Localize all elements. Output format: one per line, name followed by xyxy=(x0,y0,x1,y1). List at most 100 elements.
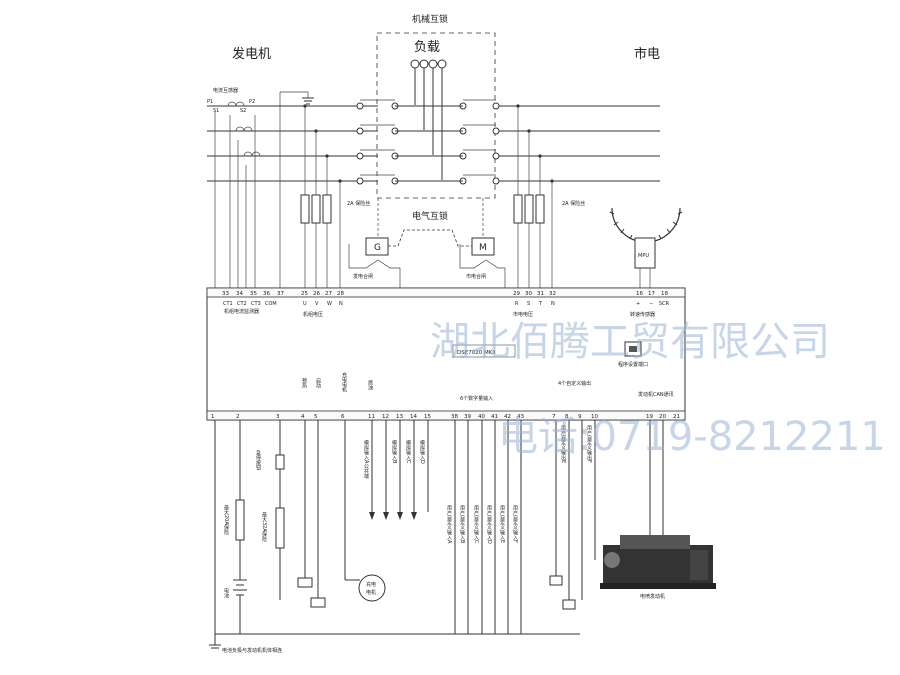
bottom-terminal-21: 21 xyxy=(673,414,680,420)
current-transformers: 电流互感器 P1 P2 S1 S2 xyxy=(207,87,314,288)
svg-text:最大20A保险: 最大20A保险 xyxy=(223,504,229,536)
mains-contactor-coil xyxy=(471,237,495,256)
engine-icon: 电喷发动机 xyxy=(600,535,716,600)
engine-label: 电喷发动机 xyxy=(640,593,665,600)
svg-text:31: 31 xyxy=(537,291,544,297)
svg-text:16: 16 xyxy=(636,291,643,297)
svg-text:CT3: CT3 xyxy=(251,301,261,307)
load-terminals xyxy=(410,59,447,180)
svg-text:N: N xyxy=(339,301,343,307)
svg-text:P2: P2 xyxy=(249,99,255,105)
start-relay-icon xyxy=(310,597,326,608)
svg-text:33: 33 xyxy=(222,291,229,297)
mpu-gear-icon: MPU xyxy=(609,207,683,288)
svg-text:32: 32 xyxy=(549,291,556,297)
fuse-mains-label: 2A 保险丝 xyxy=(562,200,585,207)
svg-text:M: M xyxy=(479,243,487,253)
svg-text:−: − xyxy=(649,301,653,307)
svg-text:模拟输入B: 模拟输入B xyxy=(391,439,397,464)
controller-labels: CT1 CT2 CT3 COM 机组电流监测器 U V W N 机组电压 R S… xyxy=(223,301,674,402)
electrical-interlock: 电气互锁 G M 发电合闸 市电合闸 xyxy=(348,198,506,288)
svg-text:P1: P1 xyxy=(207,99,213,105)
svg-text:用户自定义输出E: 用户自定义输出E xyxy=(560,425,566,463)
svg-text:26: 26 xyxy=(313,291,320,297)
charger-alternator-icon xyxy=(358,574,386,602)
bottom-terminal-6: 6 xyxy=(341,414,345,420)
svg-text:T: T xyxy=(538,301,543,307)
svg-text:CT1: CT1 xyxy=(223,301,233,307)
svg-text:S1: S1 xyxy=(213,108,219,114)
svg-text:充电: 充电 xyxy=(366,581,376,588)
svg-text:V: V xyxy=(315,301,319,307)
bottom-terminal-13: 13 xyxy=(396,414,403,420)
svg-text:S2: S2 xyxy=(240,108,246,114)
svg-text:18: 18 xyxy=(661,291,668,297)
bottom-terminal-3: 3 xyxy=(276,414,280,420)
preheat-relay-icon xyxy=(297,577,313,588)
svg-text:COM: COM xyxy=(265,301,277,307)
svg-text:34: 34 xyxy=(236,291,243,297)
genset-title: 发电机 xyxy=(232,46,271,62)
svg-text:29: 29 xyxy=(513,291,520,297)
svg-text:最大32A保险: 最大32A保险 xyxy=(261,511,267,543)
gen-current-monitor-label: 机组电流监测器 xyxy=(224,308,259,315)
bottom-terminal-11: 11 xyxy=(368,414,375,420)
svg-text:30: 30 xyxy=(525,291,532,297)
bottom-terminal-2: 2 xyxy=(236,414,240,420)
svg-text:R: R xyxy=(515,301,519,307)
fuse-gen-label: 2A 保险丝 xyxy=(347,200,370,207)
svg-text:充电电机: 充电电机 xyxy=(341,371,347,393)
bottom-terminal-7: 7 xyxy=(552,414,556,420)
load-label: 负载 xyxy=(414,40,440,55)
svg-text:模拟输入C: 模拟输入C xyxy=(405,439,411,464)
mech-interlock-label: 机械互锁 xyxy=(412,13,448,25)
bottom-terminal-40: 40 xyxy=(478,414,485,420)
engine-can-label: 发动机CAN通讯 xyxy=(638,391,674,398)
bottom-terminal-39: 39 xyxy=(464,414,471,420)
svg-text:G: G xyxy=(374,243,381,253)
fuse-20a-icon xyxy=(235,499,245,541)
gen-close-label: 发电合闸 xyxy=(353,273,373,280)
svg-text:37: 37 xyxy=(277,291,284,297)
svg-text:预热: 预热 xyxy=(301,377,307,389)
svg-text:模拟输入D: 模拟输入D xyxy=(419,439,425,464)
bottom-terminal-10: 10 xyxy=(591,414,598,420)
svg-text:用户自定义输入E: 用户自定义输入E xyxy=(499,505,505,543)
bottom-terminal-12: 12 xyxy=(382,414,389,420)
bottom-terminal-19: 19 xyxy=(646,414,653,420)
outputs-title: 4个自定义输出 xyxy=(558,380,591,387)
mains-close-label: 市电合闸 xyxy=(466,273,486,280)
mains-voltage-fuses: 2A 保险丝 xyxy=(513,104,585,288)
bottom-terminal-15: 15 xyxy=(424,414,431,420)
svg-text:28: 28 xyxy=(337,291,344,297)
svg-text:用户自定义输出F: 用户自定义输出F xyxy=(586,425,592,463)
svg-text:燃油: 燃油 xyxy=(367,379,373,391)
svg-text:用户自定义输入C: 用户自定义输入C xyxy=(473,505,479,544)
svg-text:用户自定义输入F: 用户自定义输入F xyxy=(512,505,518,543)
mains-voltage-label: 市电电压 xyxy=(513,311,533,318)
gen-voltage-label: 机组电压 xyxy=(303,311,323,318)
controller-model: DSE7020 MKII xyxy=(457,350,496,356)
svg-text:27: 27 xyxy=(325,291,332,297)
svg-text:电机: 电机 xyxy=(366,589,376,596)
elec-interlock-label: 电气互锁 xyxy=(412,210,448,222)
svg-text:N: N xyxy=(551,301,555,307)
three-phase-bus xyxy=(207,99,660,185)
svg-text:启动: 启动 xyxy=(315,377,321,389)
bottom-terminal-43: 43 xyxy=(517,414,524,420)
svg-text:25: 25 xyxy=(301,291,308,297)
svg-text:17: 17 xyxy=(648,291,655,297)
bottom-terminal-1: 1 xyxy=(211,414,215,420)
bottom-terminal-14: 14 xyxy=(410,414,417,420)
svg-text:用户自定义输入A: 用户自定义输入A xyxy=(446,505,452,544)
fuse-32a-icon xyxy=(275,507,285,549)
ground-note: 电池负极与发动机机体相连 xyxy=(222,647,282,654)
svg-text:CT2: CT2 xyxy=(237,301,247,307)
svg-text:S: S xyxy=(527,301,530,307)
bottom-terminal-9: 9 xyxy=(578,414,582,420)
svg-text:SCR: SCR xyxy=(659,301,670,307)
top-terminals: 33 34 35 36 37 25 26 27 28 29 30 31 32 1… xyxy=(222,291,668,297)
gen-contactor-coil xyxy=(365,237,389,256)
